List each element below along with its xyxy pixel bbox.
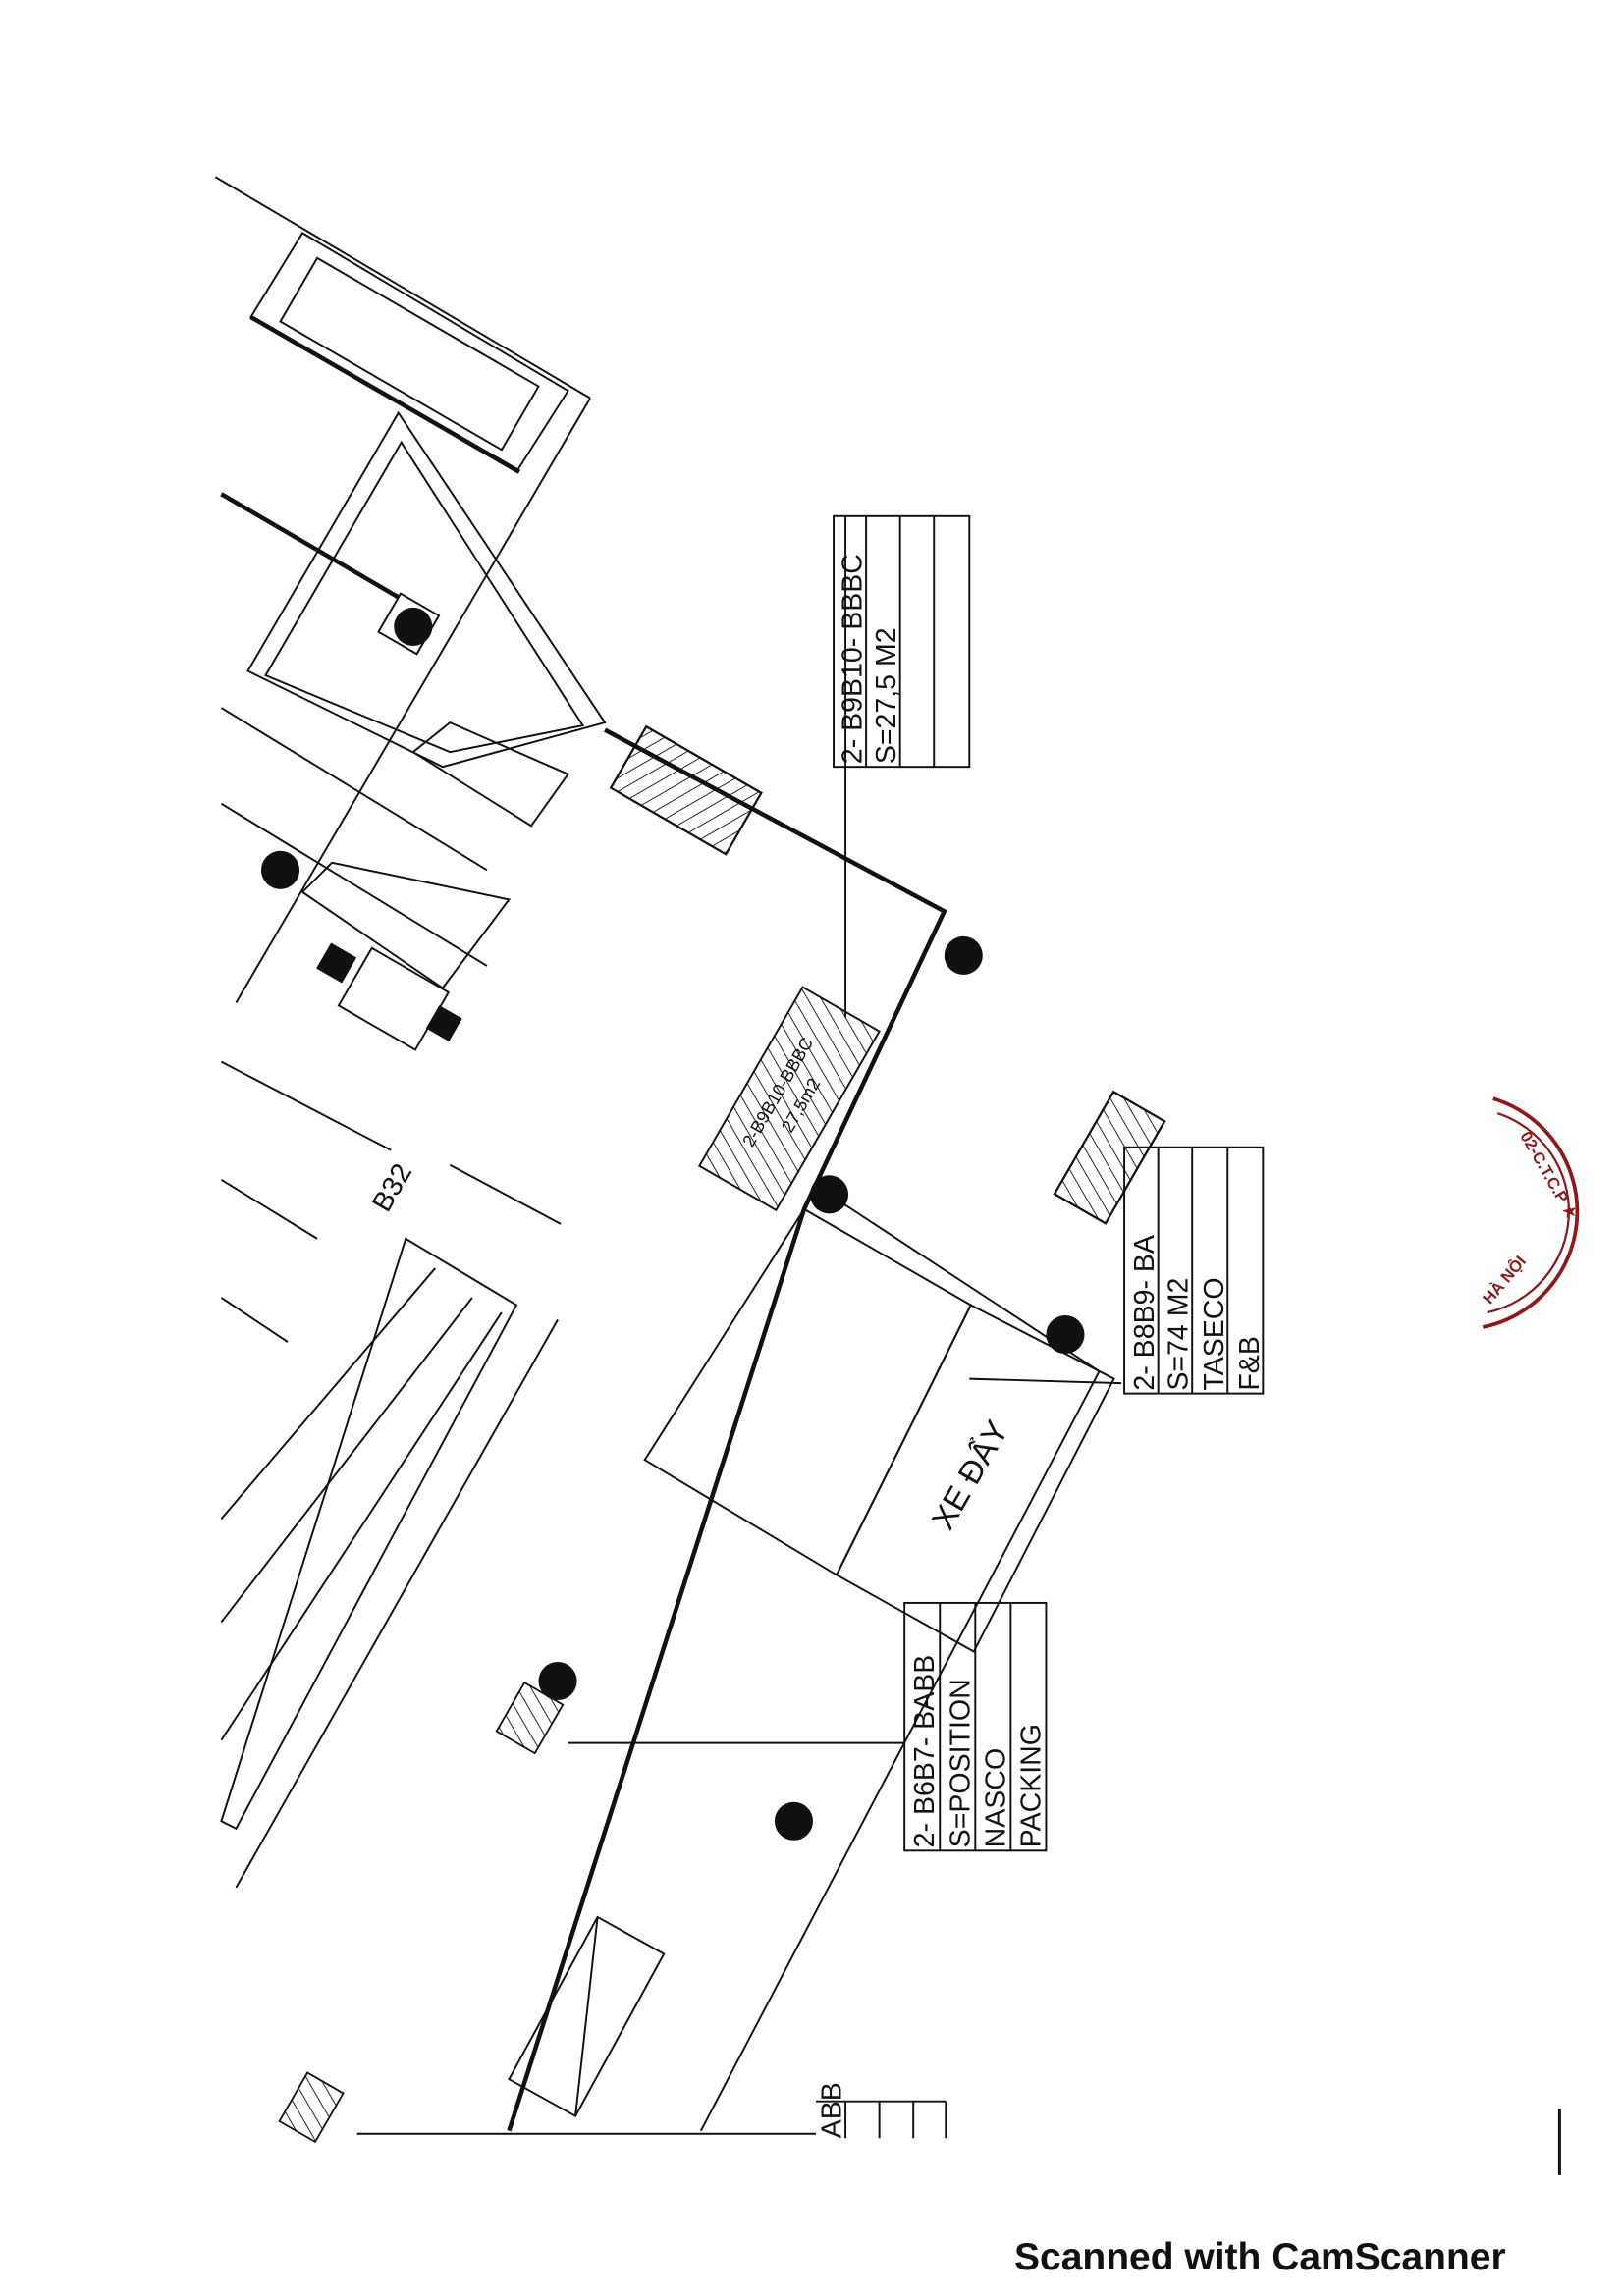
stair-1	[609, 724, 763, 856]
tag-area: S=74 M2	[1163, 1278, 1195, 1391]
stair-4	[278, 2071, 345, 2144]
marker-dot	[260, 850, 300, 889]
marker-dot	[538, 1662, 577, 1701]
tag-code: 2- B6B7- BABB	[909, 1655, 941, 1848]
marker-dot	[1046, 1315, 1085, 1355]
parallel-lanes	[220, 1237, 559, 1889]
marker-dot	[944, 935, 983, 975]
marker-dot	[809, 1175, 849, 1214]
tag-partial: ABB	[816, 2082, 947, 2138]
tag-code: ABB	[817, 2082, 848, 2138]
tag-code: 2- B8B9- BA	[1129, 1235, 1161, 1391]
tag-b9b10: 2- B9B10- BBBC S=27,5 M2	[833, 514, 971, 769]
tag-b6b7: 2- B6B7- BABB S=POSITION NASCO PACKING	[903, 1601, 1047, 1852]
tag-category: F&B	[1234, 1336, 1266, 1390]
upper-building	[214, 176, 607, 1051]
left-columns	[220, 1060, 562, 1343]
tag-area: S=POSITION	[945, 1679, 976, 1847]
tag-area: S=27,5 M2	[871, 627, 902, 764]
tag-code: 2- B9B10- BBBC	[838, 554, 869, 764]
column-label-b32: B32	[366, 1158, 418, 1217]
marker-dot	[394, 607, 433, 646]
tag-tenant: NASCO	[980, 1748, 1011, 1847]
tag-category: PACKING	[1015, 1724, 1047, 1847]
location-markers	[260, 607, 1085, 1841]
trolley-label: XE ĐẨY	[924, 1415, 1016, 1536]
hatched-area-b9b10: 2-B9B10-BBBC 27,5m2	[697, 986, 881, 1212]
marker-dot	[774, 1801, 814, 1841]
tag-b8b9: 2- B8B9- BA S=74 M2 TASECO F&B	[1123, 1146, 1266, 1395]
scanner-watermark: Scanned with CamScanner	[1014, 2236, 1506, 2278]
stair-2	[1053, 1090, 1166, 1225]
tag-tenant: TASECO	[1199, 1277, 1230, 1390]
company-stamp: 02-C.T.C.P ★ HÀ NỘI	[1479, 1096, 1582, 1329]
